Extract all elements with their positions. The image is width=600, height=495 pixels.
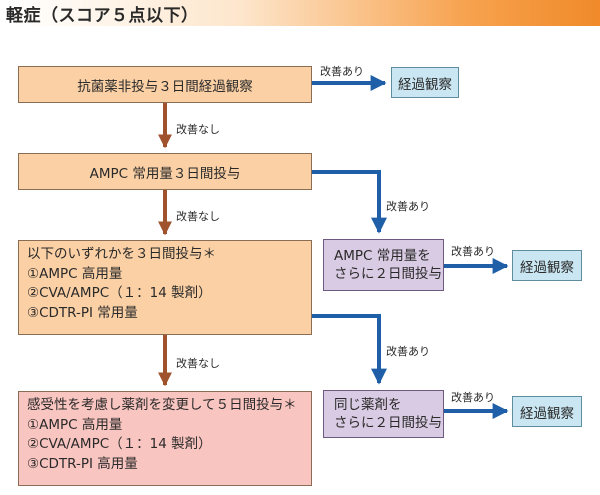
label-not-improved-1: 改善なし [176, 123, 220, 136]
arrow-improve-4 [312, 314, 387, 385]
label-improved-1: 改善あり [320, 65, 364, 78]
step-3-box: 以下のいずれかを３日間投与＊ ①AMPC 高用量 ②CVA/AMPC（１：14 … [18, 240, 312, 335]
same-drug-line-2: さらに２日間投与 [334, 415, 442, 431]
label-improved-3: 改善あり [451, 245, 495, 258]
outcome-observe-1: 経過観察 [391, 67, 459, 98]
step-4-item-2: ②CVA/AMPC（１：14 製剤） [27, 436, 212, 452]
page-title: 軽症（スコア５点以下） [6, 6, 199, 26]
same-drug-line-1: 同じ薬剤を [334, 397, 402, 413]
ampc-continue-line-1: AMPC 常用量を [334, 248, 431, 264]
step-1-text: 抗菌薬非投与３日間経過観察 [77, 78, 253, 95]
label-not-improved-3: 改善なし [176, 357, 220, 370]
label-improved-5: 改善あり [451, 391, 495, 404]
arrow-improve-2 [312, 170, 387, 234]
step-4-box: 感受性を考慮し薬剤を変更して５日間投与＊ ①AMPC 高用量 ②CVA/AMPC… [18, 391, 312, 486]
step-4-item-3: ③CDTR-PI 高用量 [27, 455, 138, 472]
step-3-item-2: ②CVA/AMPC（１：14 製剤） [27, 285, 212, 301]
step-1-box: 抗菌薬非投与３日間経過観察 [18, 66, 312, 103]
ampc-continue-line-2: さらに２日間投与 [334, 266, 442, 282]
step-3-item-3: ③CDTR-PI 常用量 [27, 304, 138, 321]
label-not-improved-2: 改善なし [176, 210, 220, 223]
step-3-title: 以下のいずれかを３日間投与＊ [27, 246, 216, 262]
outcome-observe-3-text: 経過観察 [520, 405, 574, 422]
step-4-item-1: ①AMPC 高用量 [27, 416, 123, 433]
step-2-text: AMPC 常用量３日間投与 [89, 165, 241, 182]
step-2-box: AMPC 常用量３日間投与 [18, 153, 312, 190]
header-bar: 軽症（スコア５点以下） [0, 0, 600, 26]
same-drug-box: 同じ薬剤を さらに２日間投与 [323, 390, 444, 438]
ampc-continue-box: AMPC 常用量を さらに２日間投与 [323, 239, 444, 291]
outcome-observe-2-text: 経過観察 [520, 259, 574, 276]
outcome-observe-3: 経過観察 [512, 396, 582, 427]
step-4-title: 感受性を考慮し薬剤を変更して５日間投与＊ [27, 397, 297, 413]
outcome-observe-1-text: 経過観察 [398, 76, 452, 93]
outcome-observe-2: 経過観察 [512, 250, 582, 281]
step-3-item-1: ①AMPC 高用量 [27, 265, 123, 282]
label-improved-2: 改善あり [386, 200, 430, 213]
label-improved-4: 改善あり [386, 345, 430, 358]
